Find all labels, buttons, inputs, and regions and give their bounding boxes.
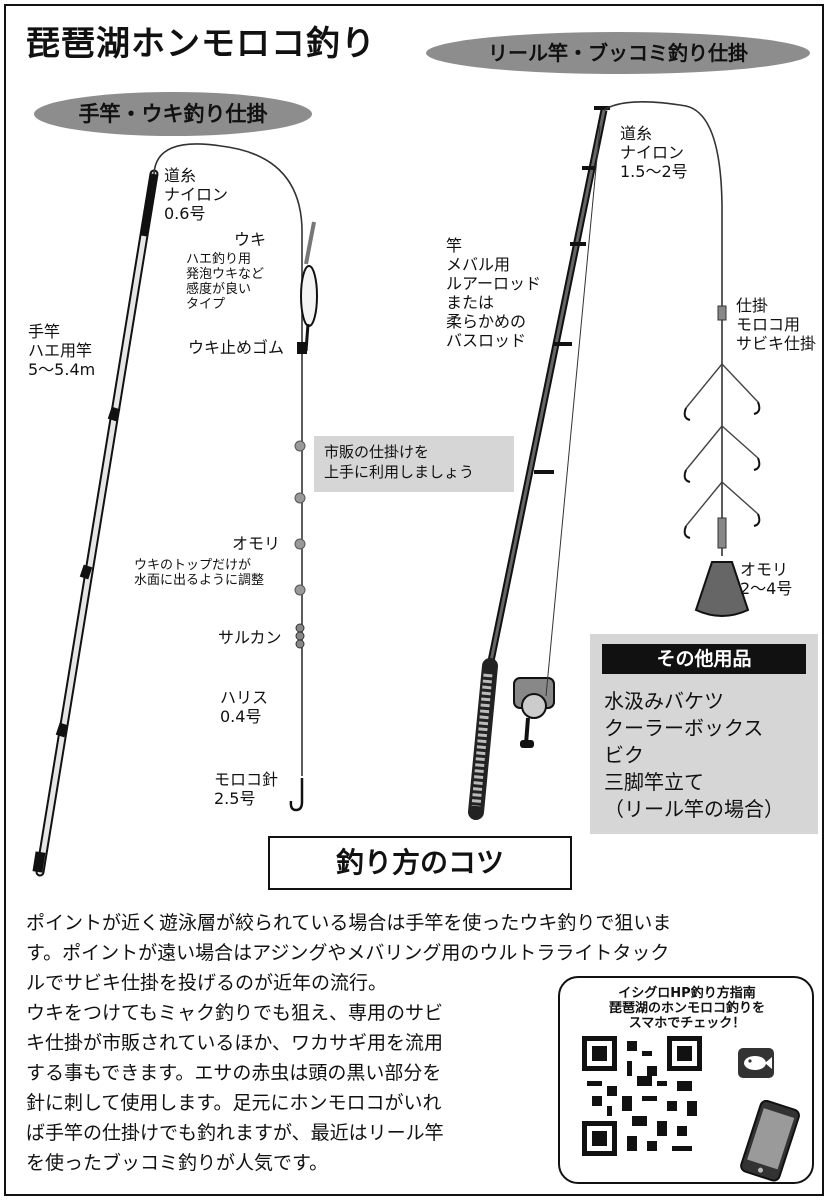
float-label: ウキ [234, 230, 267, 249]
reel-sinker-label: オモリ 2〜4号 [740, 560, 793, 598]
float-note: ハエ釣り用 発泡ウキなど 感度が良い タイプ [186, 252, 265, 312]
tips-line: ば手竿の仕掛けでも釣れますが、最近はリール竿 [26, 1122, 444, 1144]
tips-line: ポイントが近く遊泳層が絞られている場合は手竿を使ったウキ釣りで狙いま [26, 912, 672, 934]
hand-rod-illustration [32, 101, 761, 877]
hand-sinker-label: オモリ [232, 534, 281, 553]
tips-line: ルでサビキ仕掛を投げるのが近年の流行。 [26, 972, 388, 994]
reel-sinker-icon [694, 561, 750, 617]
reel-rod-label: 竿 メバル用 ルアーロッド または 柔らかめの バスロッド [446, 236, 542, 350]
hand-section-heading: 手竿・ウキ釣り仕掛 [34, 92, 312, 136]
swivel-label: サルカン [218, 628, 282, 647]
hand-line-label: 道糸 ナイロン 0.6号 [164, 166, 229, 223]
tips-heading: 釣り方のコツ [268, 836, 572, 890]
reel-line-lower [545, 125, 601, 697]
spinning-reel-icon [513, 677, 555, 748]
float-icon [300, 221, 318, 352]
qr-code-icon[interactable] [582, 1036, 702, 1156]
qr-panel-text: イシグロHP釣り方指南 琵琶湖のホンモロコ釣りを スマホでチェック！ [608, 986, 765, 1031]
tips-line: す。ポイントが遠い場合はアジングやメバリング用のウルトラライトタック [26, 942, 670, 964]
other-item: クーラーボックス [604, 716, 764, 740]
sinker-beads-icon [294, 440, 306, 596]
page-title: 琵琶湖ホンモロコ釣り [26, 24, 376, 64]
other-item: ビク [604, 743, 644, 767]
hand-line [153, 143, 303, 776]
sinker-note: ウキのトップだけが 水面に出るように調整 [134, 558, 265, 588]
other-item: 水汲みバケツ [604, 689, 724, 713]
market-note: 市販の仕掛けを 上手に利用しましょう [314, 436, 514, 492]
tips-line: ウキをつけてもミャク釣りでも狙え、専用のサビ [26, 1002, 444, 1024]
hook-icon [289, 778, 304, 812]
tips-line: する事もできます。エサの赤虫は頭の黒い部分を [26, 1062, 442, 1084]
other-items-list: 水汲みバケツ クーラーボックス ビク 三脚竿立て （リール竿の場合） [604, 688, 784, 823]
reel-line-label: 道糸 ナイロン 1.5〜2号 [620, 124, 688, 181]
reel-rod [468, 106, 610, 820]
other-items-heading: その他用品 [602, 644, 806, 674]
reel-section-heading: リール竿・ブッコミ釣り仕掛 [426, 32, 810, 74]
tips-line: キ仕掛が市販されているほか、ワカサギ用を流用 [26, 1032, 444, 1054]
other-item: （リール竿の場合） [604, 797, 784, 821]
reel-line [603, 101, 723, 556]
float-stopper-label: ウキ止めゴム [188, 338, 285, 357]
hand-rod-label: 手竿 ハエ用竿 5〜5.4m [28, 322, 96, 379]
leader-label: ハリス 0.4号 [220, 688, 269, 726]
page: 琵琶湖ホンモロコ釣り リール竿・ブッコミ釣り仕掛 手竿・ウキ釣り仕掛 [4, 4, 824, 1196]
other-items-box: その他用品 水汲みバケツ クーラーボックス ビク 三脚竿立て （リール竿の場合） [590, 634, 818, 834]
smartphone-icon [740, 1100, 800, 1182]
sabiki-rig-icon [683, 305, 761, 549]
qr-panel[interactable]: イシグロHP釣り方指南 琵琶湖のホンモロコ釣りを スマホでチェック！ [558, 976, 814, 1184]
rig-label: 仕掛 モロコ用 サビキ仕掛 [736, 296, 817, 353]
hand-rod [32, 169, 159, 877]
tips-line: を使ったブッコミ釣りが人気です。 [26, 1152, 329, 1174]
other-item: 三脚竿立て [604, 770, 704, 794]
fish-logo-icon [738, 1048, 774, 1078]
swivel-icon [295, 623, 305, 649]
hook-label: モロコ針 2.5号 [214, 770, 279, 808]
tips-line: 針に刺して使用します。足元にホンモロコがいれ [26, 1092, 442, 1114]
float-stopper-icon [297, 342, 307, 354]
